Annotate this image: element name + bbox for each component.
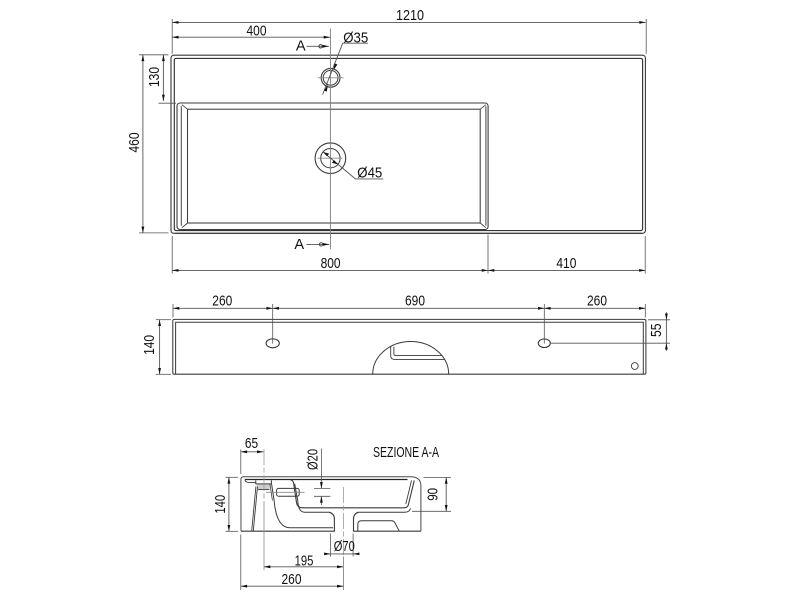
svg-text:65: 65	[245, 436, 258, 452]
svg-text:Ø35: Ø35	[343, 31, 368, 47]
svg-text:260: 260	[212, 293, 232, 309]
svg-text:1210: 1210	[396, 8, 424, 24]
svg-text:260: 260	[587, 293, 607, 309]
svg-text:SEZIONE A-A: SEZIONE A-A	[373, 445, 439, 461]
svg-text:Ø70: Ø70	[334, 539, 355, 555]
svg-text:195: 195	[295, 553, 314, 569]
svg-text:A: A	[296, 39, 306, 55]
svg-text:55: 55	[649, 323, 665, 337]
svg-text:260: 260	[282, 572, 302, 588]
svg-text:140: 140	[213, 495, 229, 514]
svg-text:Ø20: Ø20	[305, 449, 321, 470]
svg-text:130: 130	[147, 67, 163, 87]
svg-text:460: 460	[127, 133, 143, 153]
svg-text:690: 690	[405, 293, 425, 309]
svg-text:800: 800	[321, 256, 341, 272]
svg-text:Ø45: Ø45	[357, 166, 382, 182]
svg-text:140: 140	[142, 335, 158, 355]
svg-text:400: 400	[247, 23, 267, 39]
svg-text:90: 90	[426, 488, 442, 501]
svg-text:A: A	[294, 237, 304, 253]
svg-text:410: 410	[556, 256, 576, 272]
